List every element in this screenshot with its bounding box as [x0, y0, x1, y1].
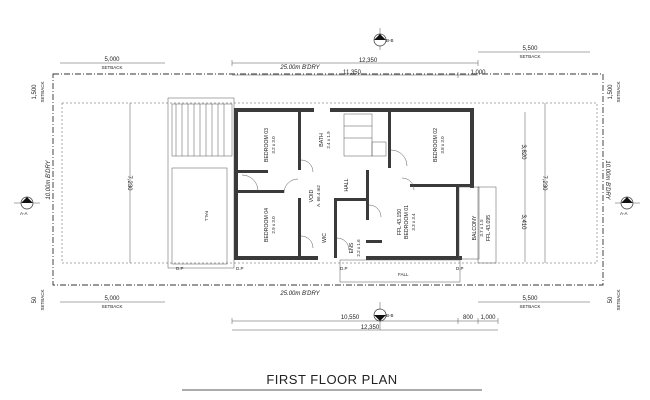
room-ens: ENS 2.2 x 1.6 — [349, 239, 361, 257]
section-marker-bottom: B-B — [373, 302, 394, 330]
section-label-right: A-A — [620, 211, 628, 216]
dim-bottom-c: 1,000 — [480, 315, 496, 321]
setback-right-top: 1,500 — [608, 84, 614, 100]
fall-bottom-label: FALL — [398, 272, 409, 277]
door-swings — [241, 149, 415, 251]
dp-label-2: D.P — [236, 266, 244, 271]
setback-label-rb: SETBACK — [616, 289, 621, 310]
dim-top-inner: 11,350 — [343, 70, 362, 76]
walls — [234, 108, 474, 260]
section-marker-left: A-A — [14, 196, 40, 216]
section-marker-right: A-A — [615, 196, 640, 216]
setback-top-left: 5,000 — [104, 57, 120, 63]
dim-bottom-overall: 12,350 — [361, 325, 380, 331]
room-size-ens: 2.2 x 1.6 — [356, 239, 361, 257]
room-level-bedroom-01: FFL 43.150 — [397, 209, 403, 235]
room-name-bedroom-02: BEDROOM 02 — [433, 128, 439, 162]
room-size-bath: 2.4 x 1.9 — [326, 131, 331, 149]
site-boundary — [52, 73, 604, 286]
setback-label-tr: SETBACK — [519, 54, 540, 59]
setback-bottom-left: 5,000 — [104, 296, 120, 302]
section-label-top: B-B — [386, 38, 394, 43]
setback-label-lb: SETBACK — [40, 289, 45, 310]
room-name-bedroom-03: BEDROOM 03 — [264, 128, 270, 162]
room-bath: BATH 2.4 x 1.9 — [319, 131, 331, 149]
boundary-bottom-label: 25.00m B'DRY — [279, 291, 320, 297]
room-bedroom-04: BEDROOM 04 2.9 x 3.0 — [264, 208, 276, 242]
dim-top-right-small: 1,000 — [470, 70, 486, 76]
dp-label-4: D.P — [456, 266, 464, 271]
section-marker-top: B-B — [373, 28, 394, 50]
fall-left-label: FALL — [204, 211, 209, 222]
room-name-hall: HALL — [344, 178, 350, 191]
setback-left-bottom: 50 — [32, 296, 38, 303]
dim-right-lower: 3,410 — [520, 214, 526, 230]
setback-right-bottom: 50 — [608, 296, 614, 303]
section-label-bottom: B-B — [386, 313, 394, 318]
room-size-bedroom-04: 2.9 x 3.0 — [271, 216, 276, 234]
room-name-bedroom-04: BEDROOM 04 — [264, 208, 270, 242]
room-size-bedroom-01: 3.3 x 3.4 — [411, 213, 416, 231]
setback-top-right: 5,500 — [522, 46, 538, 52]
dim-right-height: 7,230 — [541, 175, 547, 191]
bottom-dimensions: 5,000 SETBACK 5,500 SETBACK 10,550 800 1… — [60, 296, 590, 331]
dp-label-3: D.P — [340, 266, 348, 271]
room-bedroom-03: BEDROOM 03 3.2 x 3.0 — [264, 128, 276, 162]
setback-label-rt: SETBACK — [616, 81, 621, 102]
boundary-top-label: 25.00m B'DRY — [279, 65, 320, 71]
top-dimensions: 12,350 11,350 1,000 5,000 SETBACK 5,500 … — [60, 46, 590, 78]
room-size-void: A. 66.4 m2 — [316, 185, 321, 207]
setback-label-lt: SETBACK — [40, 81, 45, 102]
setback-bottom-right: 5,500 — [522, 296, 538, 302]
room-size-bedroom-03: 3.2 x 3.0 — [271, 136, 276, 154]
room-size-bedroom-02: 3.8 x 3.0 — [440, 136, 445, 154]
dim-left-height: 7,230 — [126, 175, 132, 191]
dim-top-overall: 12,350 — [359, 58, 378, 64]
room-level-balcony: FFL 43.095 — [486, 215, 492, 241]
room-void: VOID A. 66.4 m2 — [309, 185, 321, 207]
room-name-void: VOID — [309, 189, 315, 202]
dim-bottom-a: 10,550 — [341, 315, 360, 321]
room-balcony: BALCONY 3.7 x 1.5 FFL 43.095 — [472, 215, 492, 241]
boundary-right-label: 10.00m B'DRY — [604, 160, 610, 200]
section-label-left: A-A — [20, 211, 28, 216]
stairs — [171, 103, 233, 157]
room-name-ens: ENS — [349, 242, 355, 253]
setback-label-br: SETBACK — [519, 304, 540, 309]
room-name-wic: WIC — [322, 233, 328, 243]
room-bedroom-01: FFL 43.150 BEDROOM 01 3.3 x 3.4 — [397, 205, 416, 239]
dim-bottom-b: 800 — [463, 315, 474, 321]
room-size-balcony: 3.7 x 1.5 — [479, 219, 484, 237]
setback-label-tl: SETBACK — [101, 65, 122, 70]
drawing-title: FIRST FLOOR PLAN — [266, 372, 397, 387]
room-wic: WIC — [322, 233, 328, 243]
dp-label-1: D.P — [176, 266, 184, 271]
setback-label-bl: SETBACK — [101, 304, 122, 309]
room-name-bath: BATH — [319, 133, 325, 147]
room-bedroom-02: BEDROOM 02 3.8 x 3.0 — [433, 128, 445, 162]
dim-right-upper: 3,820 — [520, 144, 526, 160]
boundary-left-label: 10.00m B'DRY — [46, 159, 52, 199]
room-name-balcony: BALCONY — [472, 215, 478, 240]
room-hall: HALL — [344, 178, 350, 191]
setback-left-top: 1,500 — [32, 84, 38, 100]
room-name-bedroom-01: BEDROOM 01 — [404, 205, 410, 239]
